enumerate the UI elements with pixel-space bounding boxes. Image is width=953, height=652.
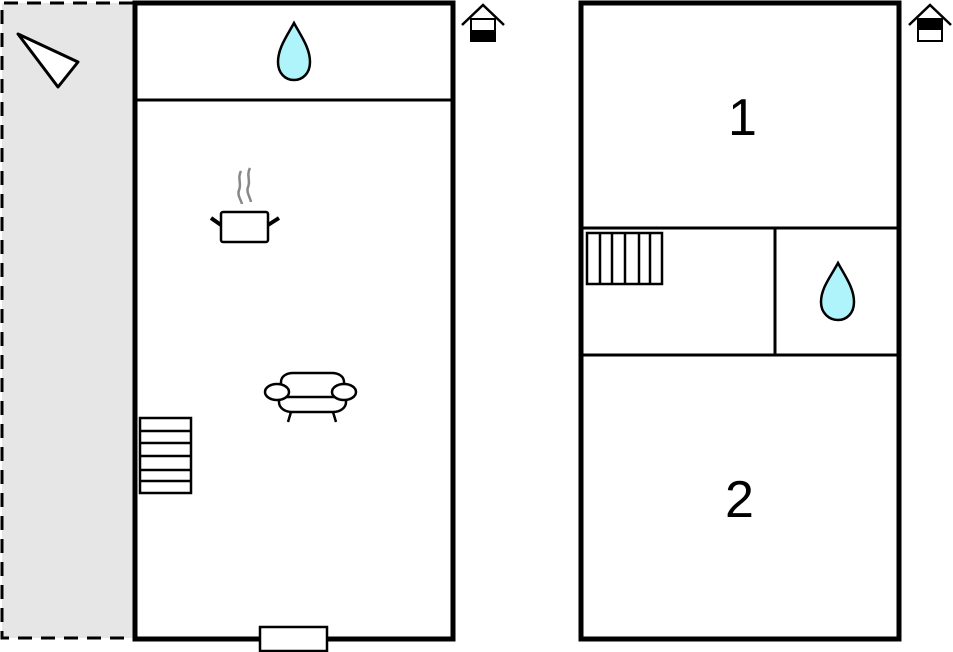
- ground-floor-plan: [132, 0, 456, 652]
- bathroom-water-drop-icon: [819, 260, 856, 322]
- first-floor-plan: [578, 0, 902, 642]
- room-label-bedroom-1: 1: [728, 89, 757, 147]
- terrace-area: [0, 1, 133, 640]
- sofa-icon: [263, 371, 358, 423]
- bathroom-water-drop-icon: [276, 20, 312, 82]
- floor-upper-house-icon: [908, 3, 952, 42]
- staircase-icon: [138, 416, 193, 495]
- entrance-door: [258, 625, 329, 652]
- staircase-icon: [585, 231, 664, 286]
- room-label-bedroom-2: 2: [725, 471, 754, 529]
- kitchen-pot-icon: [209, 167, 281, 244]
- floor-ground-house-icon: [461, 3, 505, 42]
- compass-arrow-icon: [16, 32, 80, 89]
